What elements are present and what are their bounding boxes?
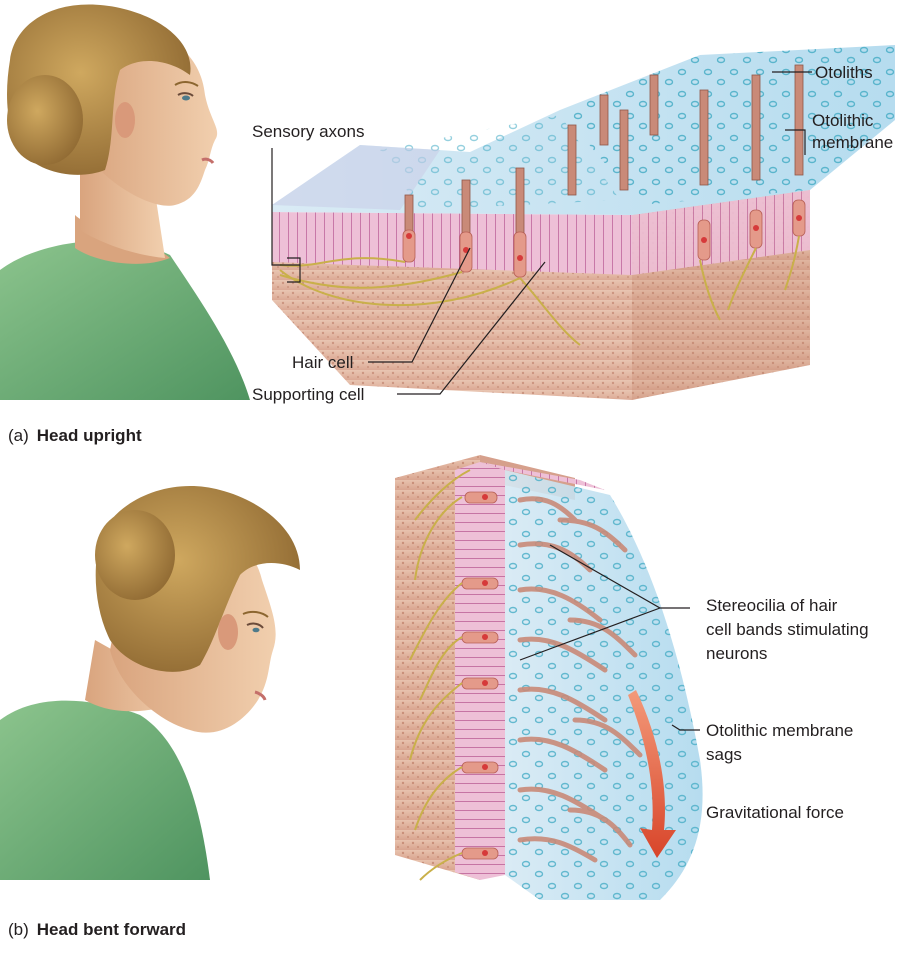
caption-b: (b) Head bent forward bbox=[8, 920, 186, 940]
supporting-cell-label: Supporting cell bbox=[252, 384, 364, 405]
stereocilia-label-line3: neurons bbox=[706, 643, 767, 664]
macula-block-upright bbox=[272, 45, 895, 400]
membrane-sags-label-line1: Otolithic membrane bbox=[706, 720, 853, 741]
caption-a: (a) Head upright bbox=[8, 426, 142, 446]
caption-b-prefix: (b) bbox=[8, 920, 29, 939]
gravitational-force-label: Gravitational force bbox=[706, 802, 844, 823]
stereocilia-label-line2: cell bands stimulating bbox=[706, 619, 869, 640]
membrane-sags-label-line2: sags bbox=[706, 744, 742, 765]
otolithic-membrane-label-line1: Otolithic bbox=[812, 110, 873, 131]
otolithic-membrane-label-line2: membrane bbox=[812, 132, 893, 153]
sensory-axons-label: Sensory axons bbox=[252, 121, 364, 142]
woman-upright-illustration bbox=[0, 5, 250, 400]
stereocilia-label-line1: Stereocilia of hair bbox=[706, 595, 837, 616]
woman-bent-illustration bbox=[0, 486, 300, 880]
caption-b-title: Head bent forward bbox=[37, 920, 186, 939]
otoliths-label: Otoliths bbox=[815, 62, 873, 83]
caption-a-title: Head upright bbox=[37, 426, 142, 445]
caption-a-prefix: (a) bbox=[8, 426, 29, 445]
hair-cell-label: Hair cell bbox=[292, 352, 353, 373]
